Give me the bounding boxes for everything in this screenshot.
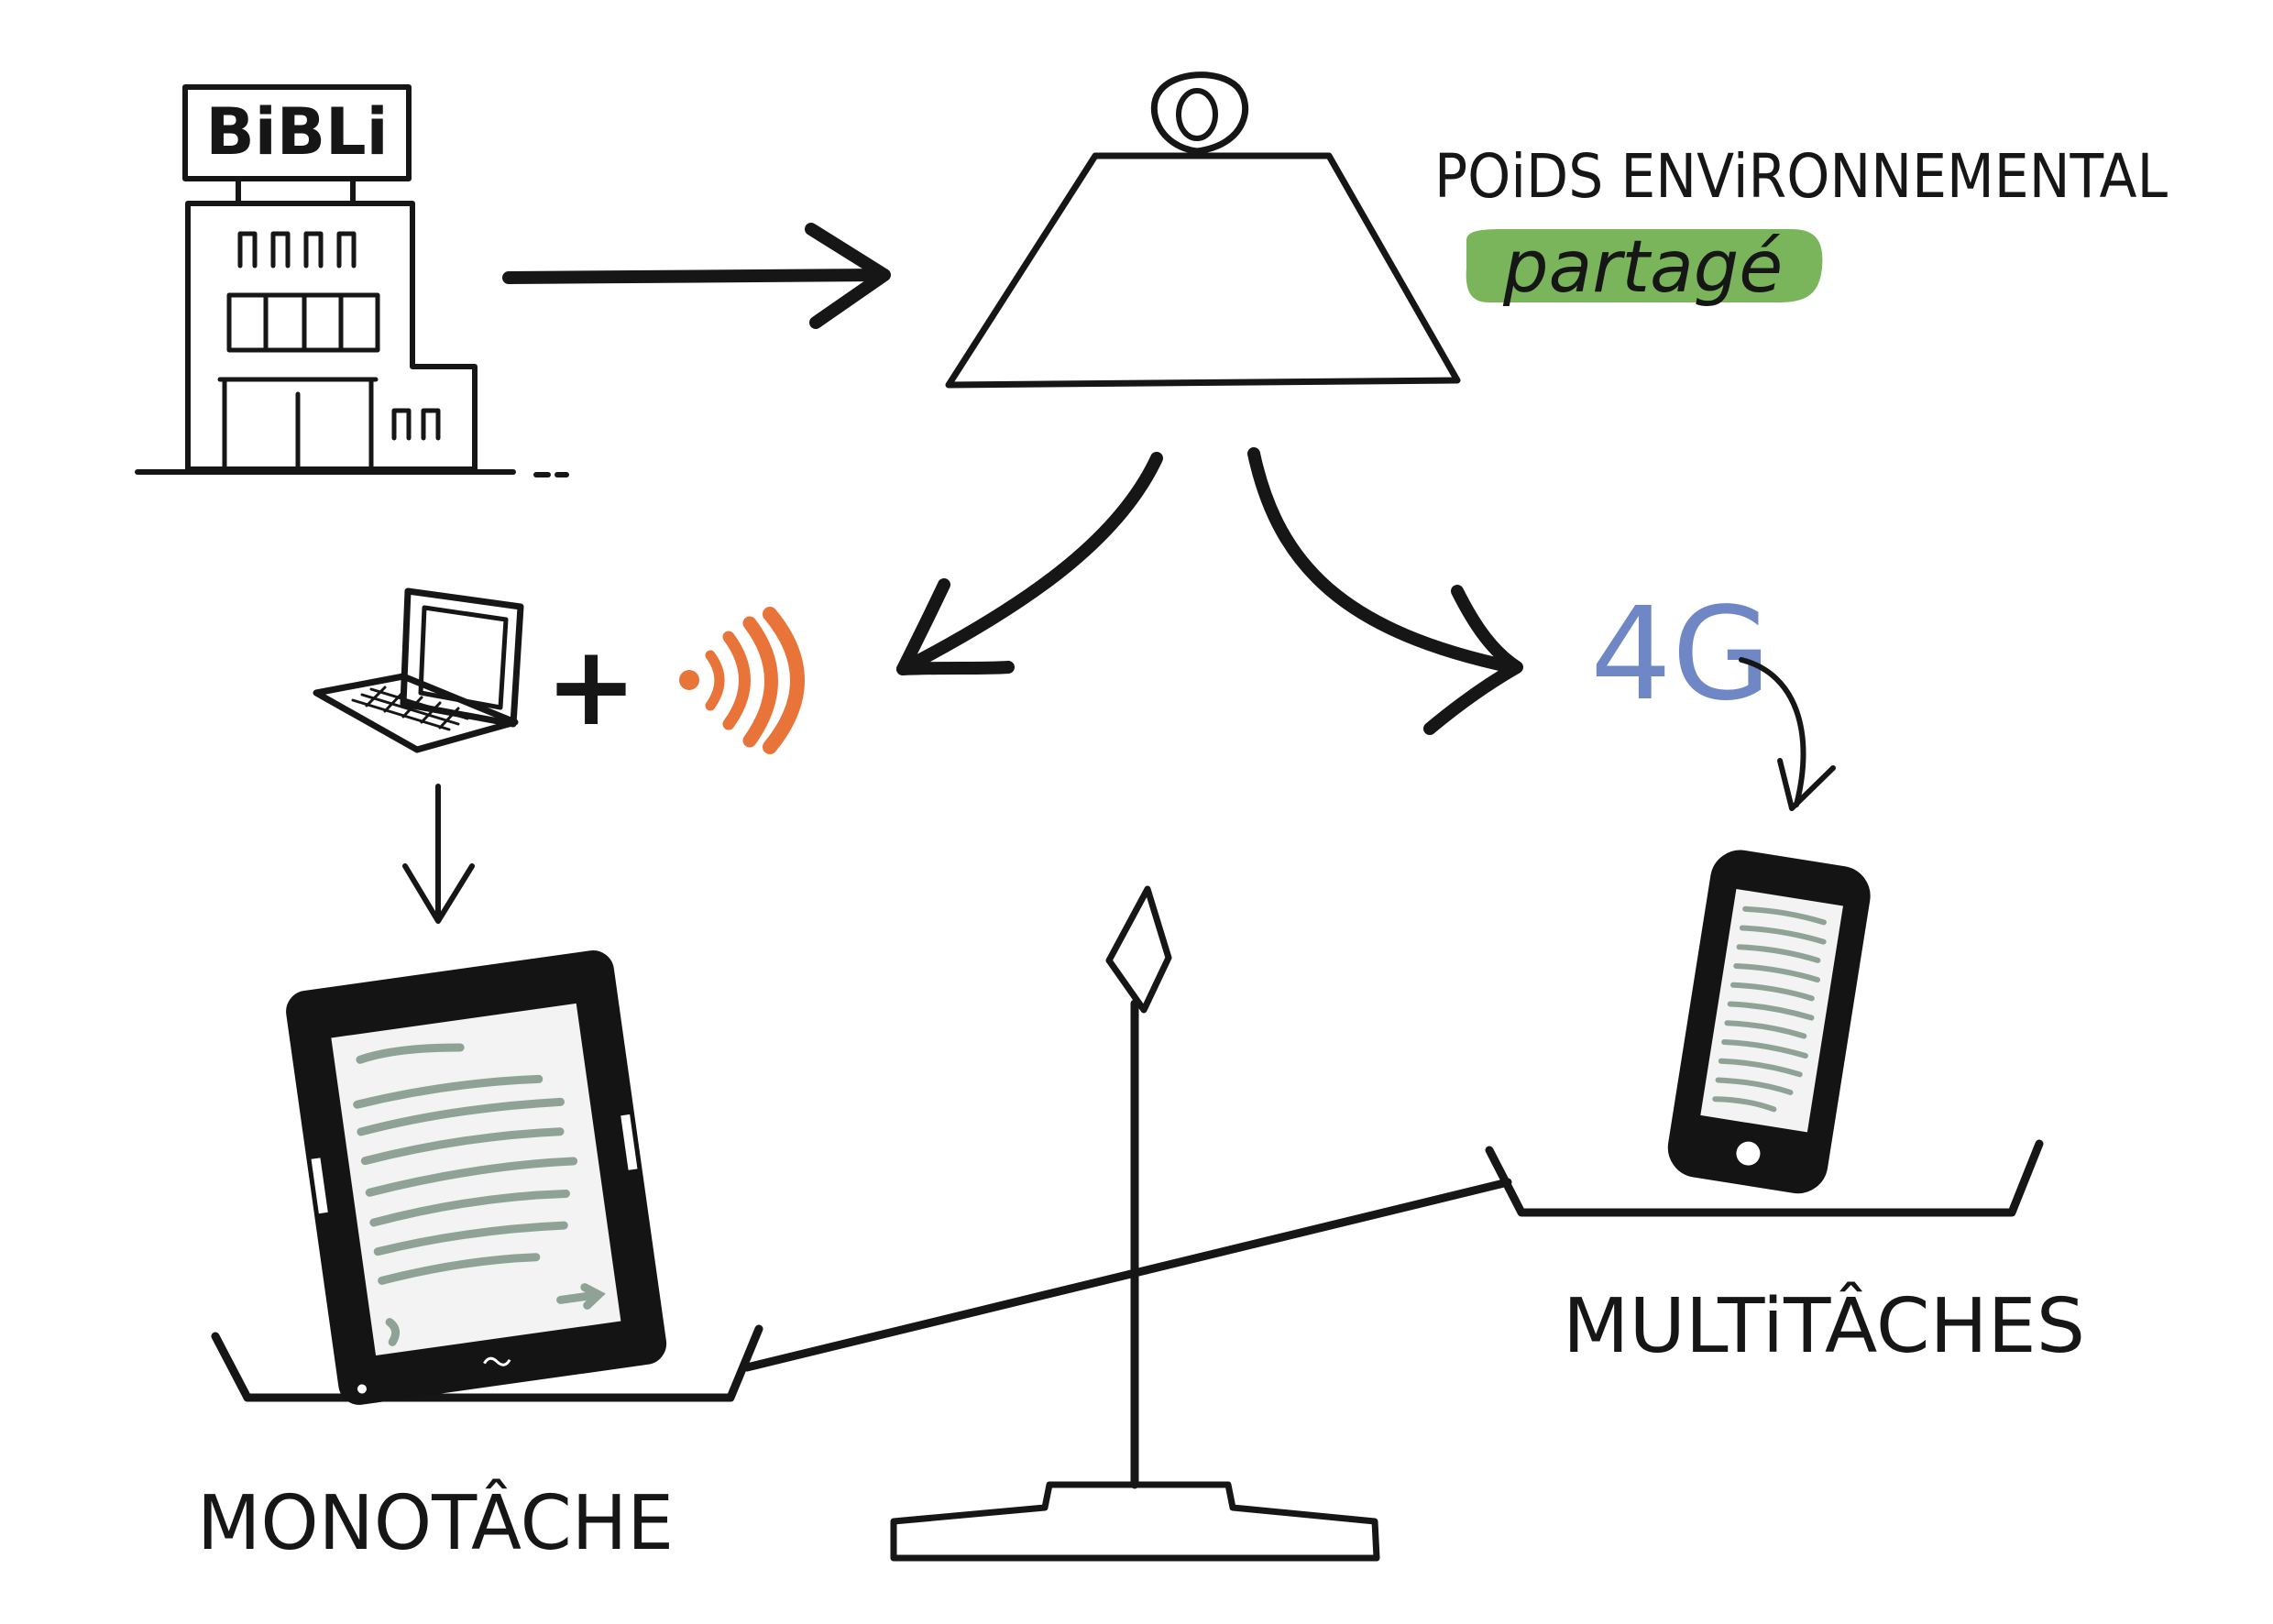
scale (211, 885, 2044, 1562)
arrow-pnb-to-4g (1247, 447, 1523, 735)
ereader-text-lines (353, 1043, 606, 1346)
scale-needle-icon (1105, 885, 1172, 1014)
wifi-icon (679, 607, 805, 754)
network-4g-label: 4G (1590, 580, 1772, 730)
library-building: BiBLi (135, 84, 569, 477)
scale-beam (742, 1178, 1512, 1372)
weight-caption: POiDS ENViRONNEMENTAL (1434, 141, 2168, 212)
pnb-weight: PNB (945, 71, 1461, 389)
weight-ring-icon (1150, 71, 1249, 155)
plus-sign: + (545, 623, 638, 751)
arrow-library-to-pnb (502, 223, 891, 329)
arrow-pnb-to-laptop (896, 452, 1163, 675)
ereader-icon (286, 949, 667, 1405)
scale-base (890, 1481, 1380, 1562)
building-top-windows (237, 231, 357, 269)
scale-left-pan (211, 1324, 763, 1402)
laptop-icon (313, 587, 524, 753)
scale-left-label: MONOTÂCHE (197, 1479, 674, 1567)
library-sign-board (182, 84, 412, 181)
highlight-marker (1466, 229, 1823, 302)
phone-text-lines (1712, 905, 1827, 1113)
weight-label: PNB (1045, 217, 1366, 377)
scale-right-label: MULTiTÂCHES (1563, 1282, 2085, 1370)
arrow-laptop-to-ereader (402, 784, 475, 924)
smartphone-icon (1667, 850, 1871, 1194)
arrow-4g-to-phone (1739, 657, 1836, 811)
library-sign-label: BiBLi (205, 94, 388, 170)
weight-body (945, 152, 1461, 389)
weight-highlight-word: partagé (1502, 226, 1783, 309)
scale-right-pan (1485, 1139, 2044, 1217)
building-annex-windows (391, 408, 441, 441)
